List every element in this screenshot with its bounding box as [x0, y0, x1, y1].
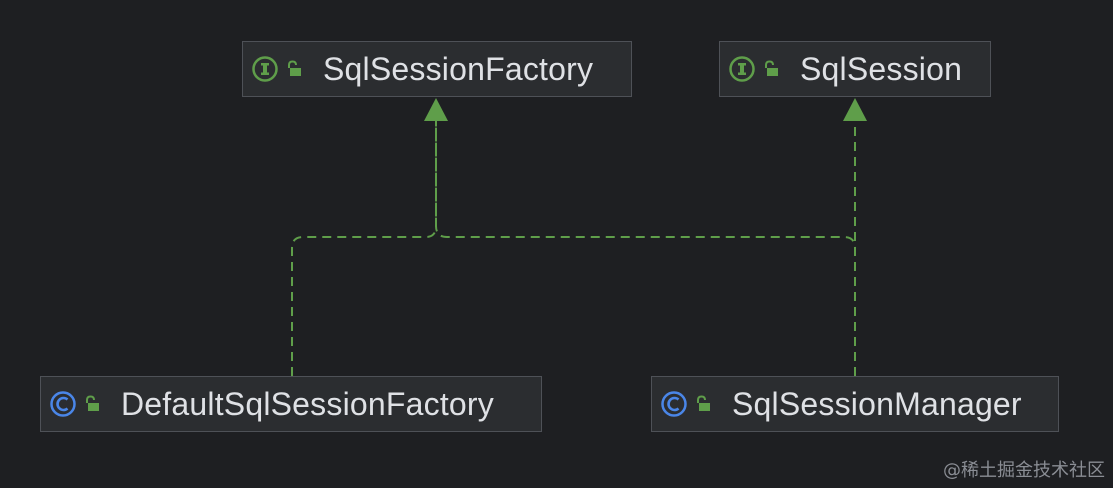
node-sqlsession[interactable]: SqlSession [719, 41, 991, 97]
node-label: SqlSessionManager [732, 385, 1022, 422]
node-label: SqlSessionFactory [323, 50, 594, 87]
interface-icon [251, 55, 279, 83]
class-icon [660, 390, 688, 418]
watermark: @稀土掘金技术社区 [943, 460, 1105, 481]
interface-icon [728, 55, 756, 83]
node-sqlsessionfactory[interactable]: SqlSessionFactory [242, 41, 632, 97]
unlock-icon [762, 60, 780, 78]
node-label: SqlSession [800, 50, 963, 87]
edge-defaultsqlsessionfactory-to-sqlsessionfactory [291, 112, 437, 376]
class-icon [49, 390, 77, 418]
node-defaultsqlsessionfactory[interactable]: DefaultSqlSessionFactory [40, 376, 542, 432]
node-sqlsessionmanager[interactable]: SqlSessionManager [651, 376, 1059, 432]
unlock-icon [285, 60, 303, 78]
unlock-icon [83, 395, 101, 413]
implements-arrowhead [843, 98, 867, 121]
unlock-icon [694, 395, 712, 413]
implements-arrowhead [424, 98, 448, 121]
edge-sqlsessionmanager-to-sqlsessionfactory [435, 112, 856, 376]
node-label: DefaultSqlSessionFactory [121, 385, 494, 422]
